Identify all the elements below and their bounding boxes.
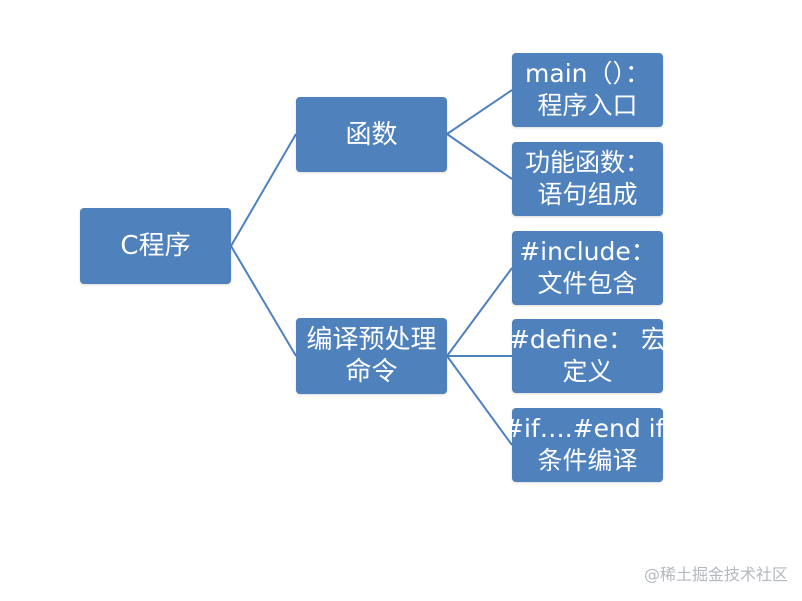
- leaf-main-line2: 程序入口: [537, 91, 638, 120]
- branch-node-functions: 函数: [296, 97, 447, 172]
- leaf-main-line1: main（）：: [525, 59, 650, 88]
- branch-label-functions: 函数: [345, 119, 398, 150]
- leaf-node-function: 功能函数： 语句组成: [512, 142, 663, 216]
- leaf-include-line1: #include：: [519, 237, 656, 266]
- branch-label-preprocessor-line2: 命令: [345, 357, 398, 387]
- leaf-node-include: #include： 文件包含: [512, 231, 663, 305]
- connector-functions-main: [446, 89, 513, 135]
- watermark-text: @稀土掘金技术社区: [643, 565, 788, 584]
- leaf-if-line1: #if….#end if:: [503, 414, 672, 443]
- connector-preprocessor-include: [446, 267, 513, 357]
- leaf-function-line2: 语句组成: [537, 180, 638, 209]
- leaf-include-line2: 文件包含: [537, 269, 638, 298]
- connector-functions-function: [446, 133, 513, 180]
- connector-root-preprocessor: [230, 245, 297, 357]
- root-node: C程序: [80, 208, 231, 284]
- leaf-if-line2: 条件编译: [537, 446, 638, 475]
- connector-root-functions: [230, 133, 297, 247]
- branch-label-preprocessor-line1: 编译预处理: [306, 325, 437, 355]
- leaf-node-main: main（）： 程序入口: [512, 53, 663, 127]
- leaf-node-define: #define： 宏 定义: [508, 319, 667, 393]
- leaf-function-line1: 功能函数：: [524, 148, 650, 177]
- leaf-define-line2: 定义: [562, 357, 613, 386]
- leaf-define-line1: #define： 宏: [508, 325, 667, 354]
- root-label: C程序: [120, 231, 191, 261]
- leaf-node-if: #if….#end if: 条件编译: [503, 408, 672, 482]
- branch-node-preprocessor: 编译预处理 命令: [296, 318, 447, 394]
- connector-preprocessor-if: [446, 355, 513, 446]
